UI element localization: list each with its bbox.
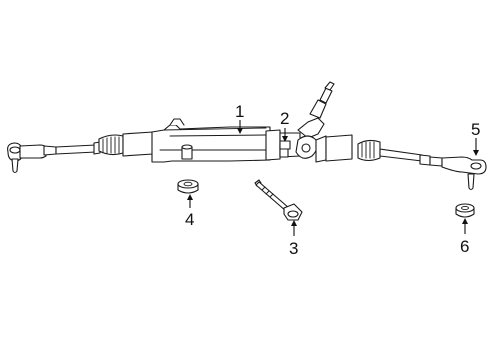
tie-rod-left (55, 134, 124, 156)
callout-6: 6 (460, 237, 469, 256)
arrow-4 (187, 194, 193, 200)
callout-leaders (187, 120, 479, 236)
arrow-2 (282, 136, 288, 142)
tie-rod-right (325, 134, 443, 167)
callout-1: 1 (235, 102, 244, 121)
nut-right (455, 203, 475, 218)
callout-5: 5 (471, 120, 480, 139)
tie-rod-end-right (441, 156, 487, 191)
arrow-3 (291, 220, 297, 226)
steering-gear-housing (122, 118, 301, 163)
callout-4: 4 (185, 210, 194, 229)
arrow-6 (462, 218, 468, 224)
arrow-5 (473, 150, 479, 156)
pinion-valve (295, 81, 335, 163)
gear-mount-bolt (279, 140, 291, 150)
tie-rod-end-left (7, 142, 57, 174)
arrow-1 (237, 128, 243, 134)
nut-left (177, 179, 199, 194)
callout-2: 2 (280, 109, 289, 128)
long-bolt (254, 179, 303, 221)
callout-3: 3 (289, 239, 298, 258)
